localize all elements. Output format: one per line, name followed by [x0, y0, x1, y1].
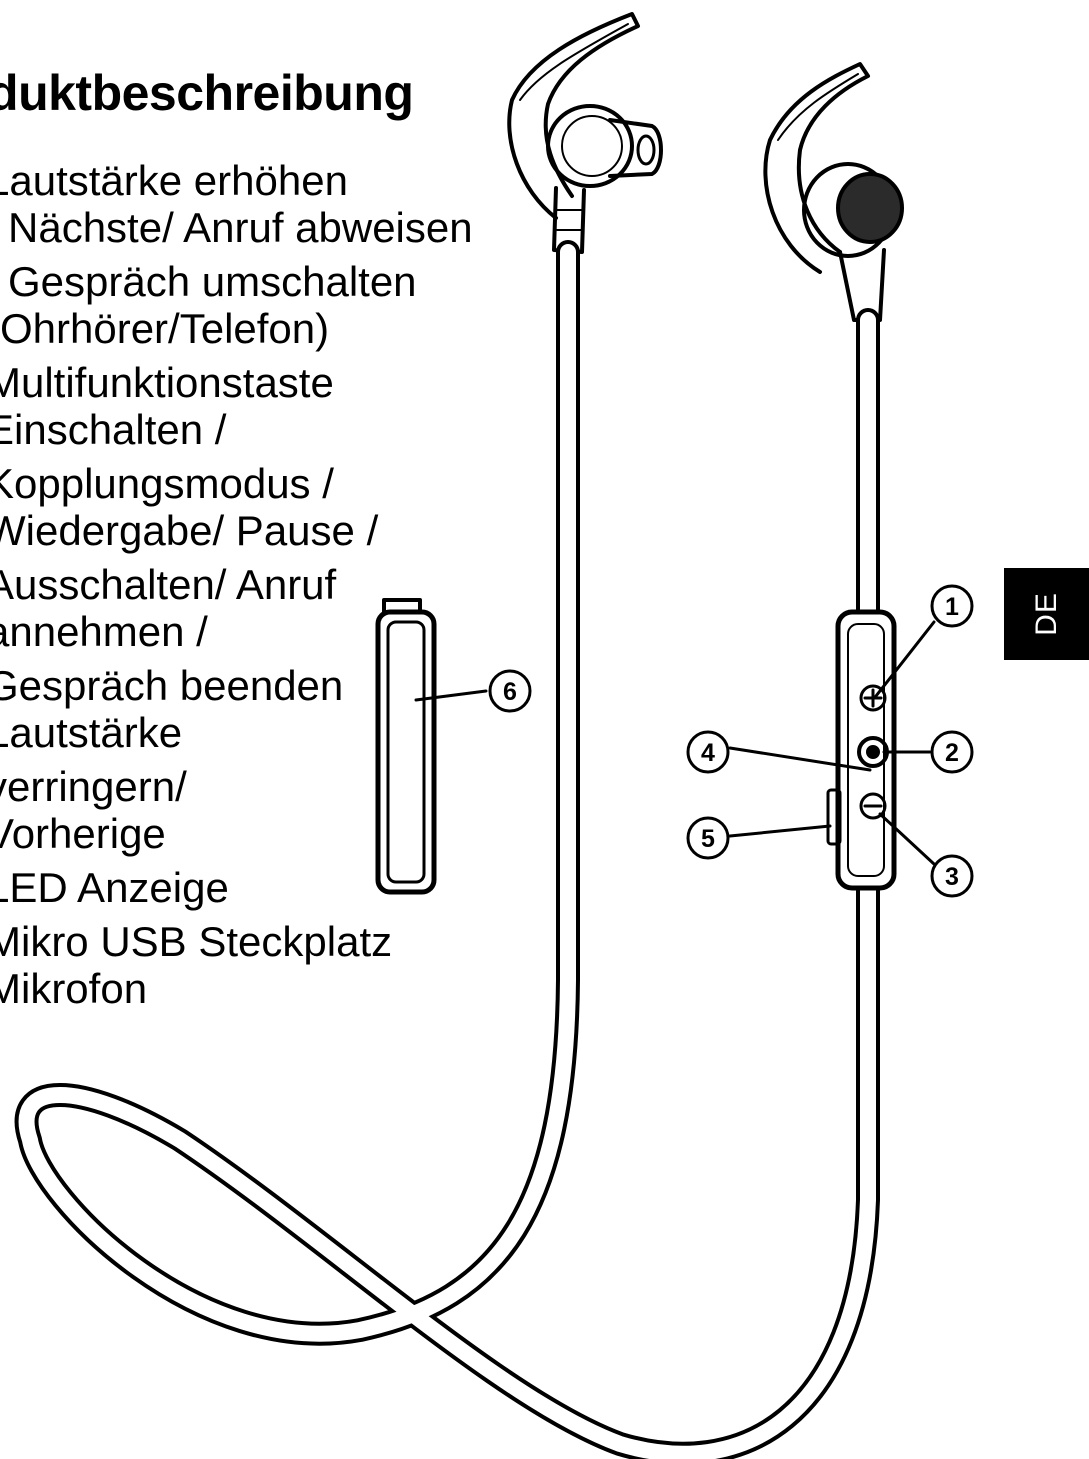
- callout-6: 6: [488, 669, 532, 713]
- description-line: LED Anzeige: [0, 864, 229, 911]
- language-tab: DE: [1004, 568, 1089, 660]
- description-line: Einschalten /: [0, 406, 227, 453]
- callout-4: 4: [686, 730, 730, 774]
- description-line: (Ohrhörer/Telefon): [0, 305, 330, 352]
- description-line: Mikrofon: [0, 965, 148, 1012]
- callout-label: 1: [945, 593, 959, 621]
- description-line: Mikro USB Steckplatz: [0, 918, 393, 965]
- callout-label: 4: [701, 739, 715, 767]
- callout-1: 1: [930, 584, 974, 628]
- description-line: Ausschalten/ Anruf: [0, 561, 337, 608]
- description-line: Wiedergabe/ Pause /: [0, 507, 379, 554]
- description-line: annehmen /: [0, 608, 208, 655]
- page-title: oduktbeschreibung: [0, 65, 414, 121]
- description-line: Lautstärke: [0, 709, 183, 756]
- volume-up-icon: [859, 684, 887, 712]
- remote-side-view: [375, 598, 488, 895]
- description-line: Multifunktionstaste: [0, 359, 334, 406]
- neckband-cable: [14, 240, 880, 1459]
- remote-front-view: [826, 609, 897, 891]
- callout-label: 2: [945, 739, 959, 767]
- callout-label: 3: [945, 863, 959, 891]
- callout-label: 6: [503, 678, 517, 706]
- volume-down-icon: [859, 792, 887, 820]
- description-line: Gespräch beenden: [0, 662, 344, 709]
- callout-3: 3: [930, 854, 974, 898]
- description-line: Nächste/ Anruf abweisen: [8, 204, 473, 251]
- callout-5: 5: [686, 816, 730, 860]
- callout-2: 2: [930, 730, 974, 774]
- right-earbud: [763, 62, 904, 322]
- description-line: verringern/: [0, 763, 187, 810]
- callout-label: 5: [701, 825, 715, 853]
- left-earbud: [507, 12, 663, 254]
- description-line: Gespräch umschalten: [8, 258, 417, 305]
- description-line: Vorherige: [0, 810, 166, 857]
- description-line: Kopplungsmodus /: [0, 460, 334, 507]
- description-line: Lautstärke erhöhen: [0, 157, 348, 204]
